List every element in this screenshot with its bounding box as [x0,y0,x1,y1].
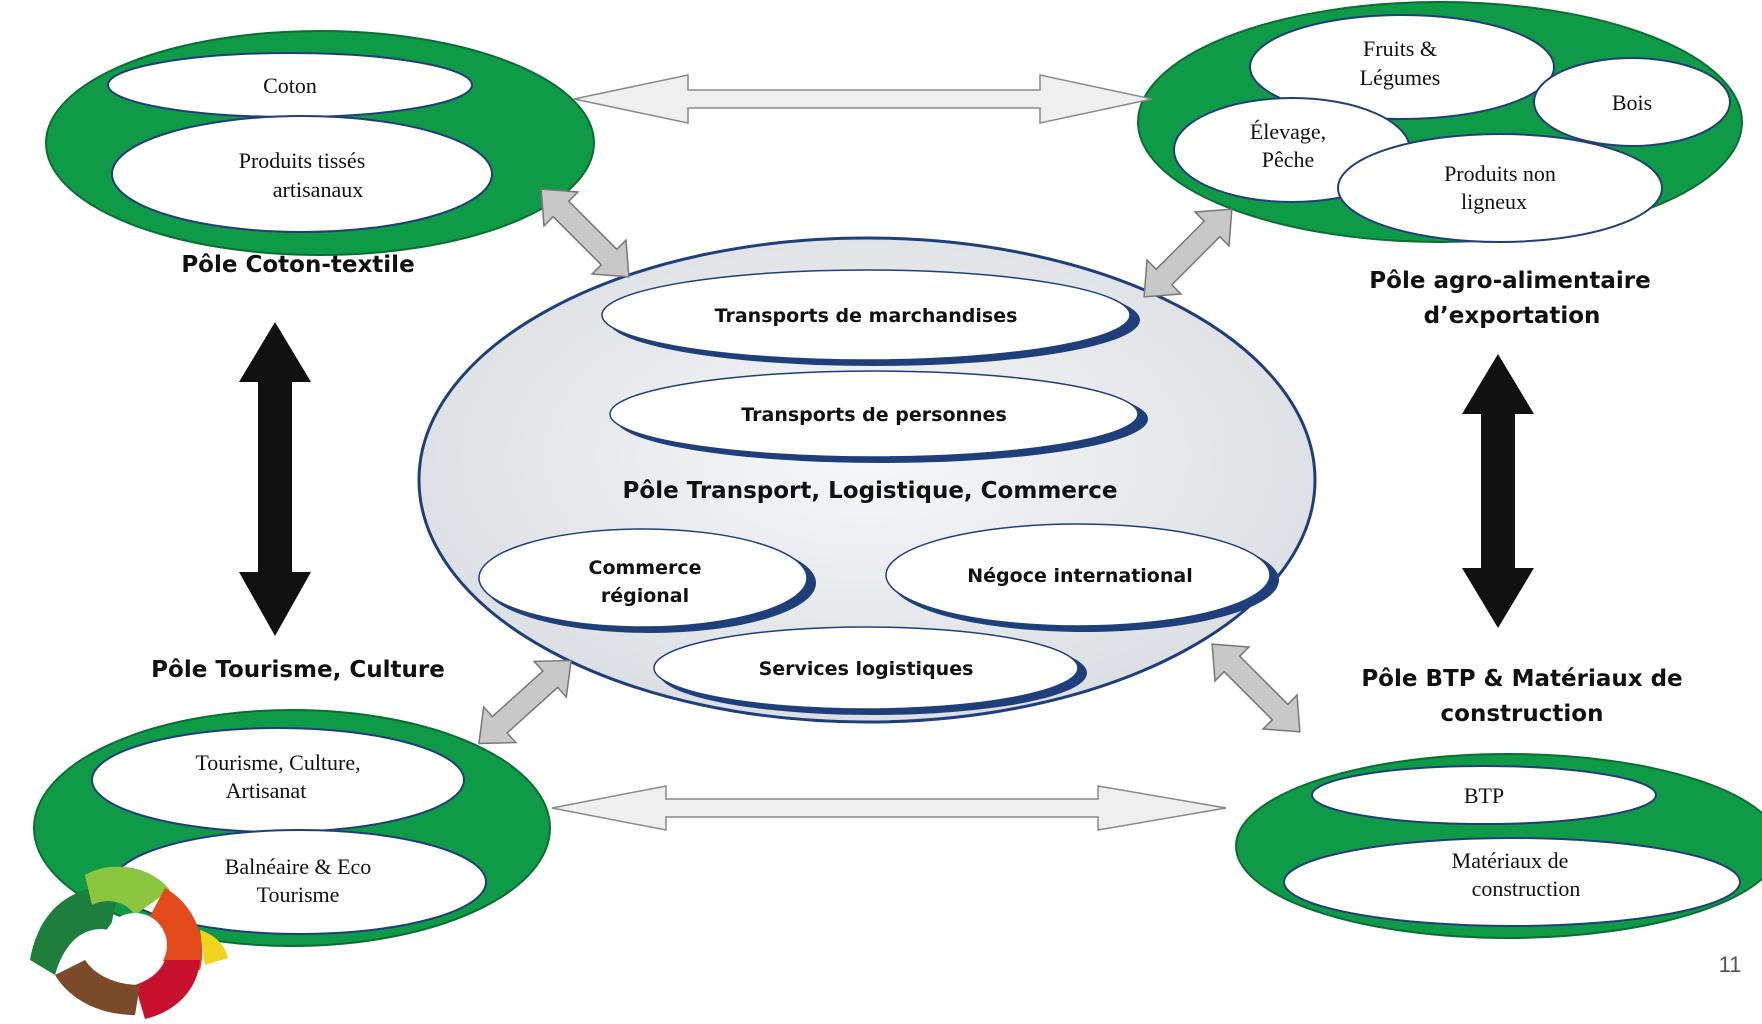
pole-btp-title-line1: Pôle BTP & Matériaux de [1361,666,1682,692]
ellipse-balneaire: Balnéaire & Eco Tourisme [113,829,487,935]
pole-agro-title-line1: Pôle agro-alimentaire [1369,268,1650,294]
ellipse-btp: BTP [1311,765,1657,825]
label-ligneux: ligneux [1461,189,1527,214]
label-transports-marchandises: Transports de marchandises [715,305,1018,327]
label-transports-personnes: Transports de personnes [741,404,1007,426]
label-artisanaux: artisanaux [273,177,363,202]
pinwheel-logo-icon [30,866,228,1019]
pole-tourisme-title: Pôle Tourisme, Culture [151,657,445,683]
ellipse-produits-tisses: Produits tissés artisanaux [111,115,493,233]
label-fruits: Fruits & [1363,36,1437,61]
label-tourisme-culture: Tourisme, Culture, [195,750,360,775]
double-arrow-icon [1211,643,1301,733]
ellipse-bois: Bois [1533,57,1731,147]
label-negoce-international: Négoce international [967,565,1192,587]
label-elevage: Élevage, [1250,119,1326,144]
label-services-logistiques: Services logistiques [759,658,974,680]
label-btp: BTP [1464,783,1504,808]
ellipse-fruits-legumes: Fruits & Légumes [1249,14,1555,120]
label-peche: Pêche [1262,147,1315,172]
label-legumes: Légumes [1360,65,1441,90]
double-arrow-icon [239,322,311,636]
pole-btp-title-line2: construction [1441,701,1604,727]
page-number: 11 [1719,952,1742,977]
ellipse-commerce-regional: Commerce régional [478,528,816,633]
ellipse-coton: Coton [107,52,473,118]
pole-coton-title: Pôle Coton-textile [181,252,414,278]
double-arrow-icon [573,74,1153,124]
label-produits-tisses: Produits tissés [239,148,366,173]
label-produits-non: Produits non [1444,161,1556,186]
label-commerce: Commerce [589,557,702,579]
label-regional: régional [601,585,689,607]
ellipse-materiaux: Matériaux de construction [1283,837,1741,927]
ellipse-produits-non-ligneux: Produits non ligneux [1337,133,1663,243]
pole-agro-title-line2: d’exportation [1424,303,1601,329]
ellipse-transports-marchandises: Transports de marchandises [601,269,1140,366]
ellipse-services-logistiques: Services logistiques [653,626,1087,715]
pole-tourisme: Tourisme, Culture, Artisanat Balnéaire &… [33,709,551,947]
pole-transport-title: Pôle Transport, Logistique, Commerce [623,478,1118,504]
double-arrow-icon [1462,354,1534,628]
pole-btp: BTP Matériaux de construction [1235,753,1762,939]
double-arrow-icon [551,785,1227,831]
label-coton: Coton [263,73,317,98]
ellipse-negoce-international: Négoce international [885,523,1279,632]
label-construction: construction [1472,876,1581,901]
double-arrow-icon [540,188,630,278]
label-materiaux: Matériaux de [1452,848,1569,873]
double-arrow-icon [478,659,572,745]
label-bois: Bois [1612,90,1652,115]
label-balneaire: Balnéaire & Eco [225,854,372,879]
pole-transport: Transports de marchandises Transports de… [417,236,1317,724]
ellipse-tourisme-culture: Tourisme, Culture, Artisanat [91,727,465,833]
pole-coton: Coton Produits tissés artisanaux [45,30,595,256]
label-eco-tourisme: Tourisme [257,882,340,907]
ellipse-transports-personnes: Transports de personnes [609,370,1148,463]
pole-agro: Fruits & Légumes Bois Élevage, Pêche Pro… [1137,1,1743,243]
double-arrow-icon [1143,208,1233,298]
label-artisanat: Artisanat [226,778,307,803]
